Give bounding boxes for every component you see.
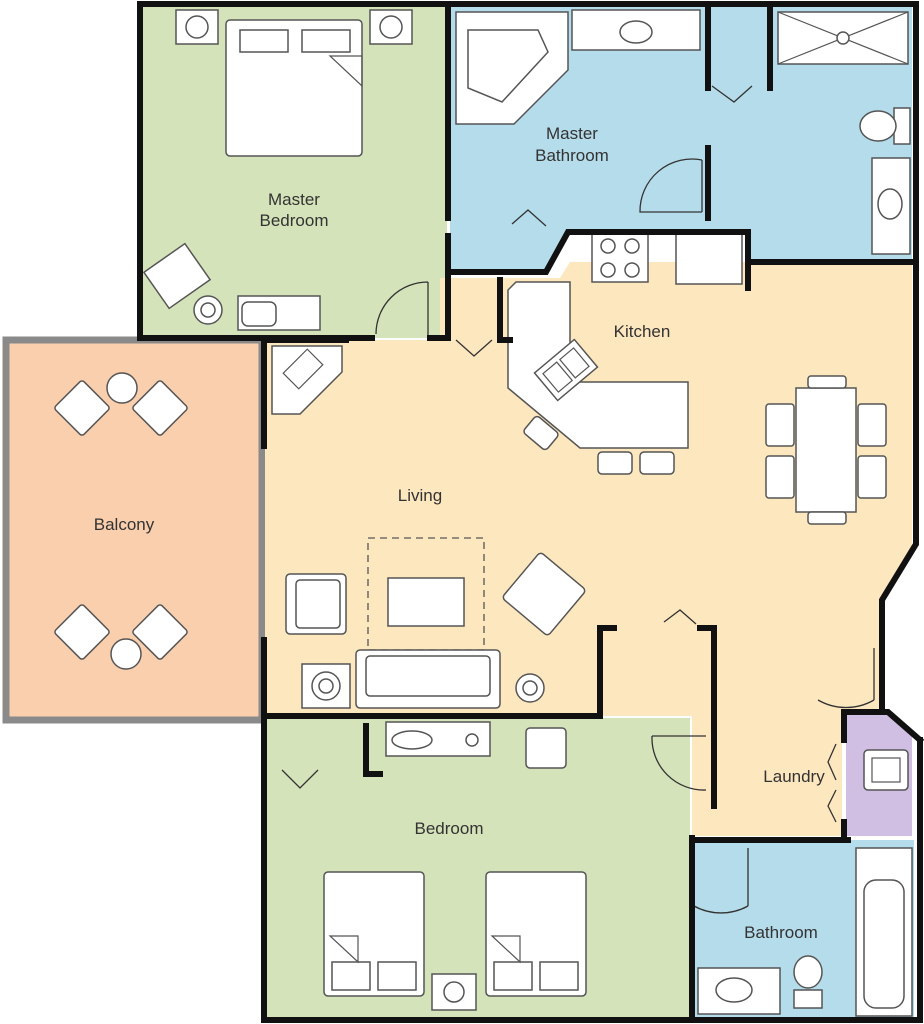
corner-tv-icon — [271, 345, 343, 415]
shower-icon — [777, 11, 909, 65]
bed-icon — [485, 871, 587, 997]
master-bathroom-label-line1: Master — [546, 124, 598, 143]
door-icon — [281, 769, 319, 789]
bathtub-icon — [455, 11, 569, 125]
master-bedroom-label-line1: Master — [268, 190, 320, 209]
door-icon — [511, 209, 547, 227]
laundry-label: Laundry — [763, 767, 825, 786]
door-icon — [455, 339, 493, 357]
lamp-icon — [515, 673, 545, 703]
master-bedroom-label-line2: Bedroom — [260, 211, 329, 230]
armchair-icon — [502, 552, 586, 636]
kitchen-counter-icon — [507, 281, 689, 449]
lamp-icon — [369, 9, 413, 45]
stove-icon — [591, 233, 649, 283]
sofa-icon — [355, 649, 501, 709]
door-icon — [639, 158, 703, 213]
furniture — [54, 9, 913, 1017]
lamp-icon — [193, 295, 223, 325]
armchair-icon — [142, 242, 212, 310]
door-icon — [651, 735, 707, 791]
bathroom-label: Bathroom — [744, 923, 818, 942]
door-icon — [663, 609, 697, 625]
lamp-icon — [175, 9, 219, 45]
sink-icon — [571, 9, 701, 51]
lamp-icon — [431, 973, 477, 1011]
bedroom-label: Bedroom — [415, 819, 484, 838]
desk-icon — [237, 295, 321, 331]
balcony-label: Balcony — [94, 515, 155, 534]
coffee-table-icon — [367, 537, 485, 651]
balcony-chair-icon — [54, 372, 188, 670]
bathtub-icon — [855, 847, 913, 1017]
door-icon — [817, 648, 875, 709]
dresser-icon — [385, 721, 491, 757]
toilet-icon — [793, 955, 823, 1009]
bar-stool-icon — [523, 415, 675, 475]
door-icon — [693, 848, 749, 914]
sink-icon — [871, 157, 911, 255]
door-icon — [827, 743, 837, 823]
kitchen-label: Kitchen — [614, 322, 671, 341]
walls — [137, 1, 924, 1023]
washer-icon — [863, 749, 909, 791]
living-label: Living — [398, 486, 442, 505]
room-labels: Master Bedroom Master Bathroom Kitchen L… — [94, 124, 825, 942]
door-icon — [375, 281, 429, 336]
master-bathroom-label-line2: Bathroom — [535, 146, 609, 165]
dining-table-icon — [765, 375, 887, 525]
door-icon — [711, 85, 753, 103]
lamp-icon — [301, 663, 351, 709]
toilet-icon — [859, 107, 911, 145]
refrigerator-icon — [675, 231, 743, 285]
master-bed-icon — [225, 19, 363, 157]
sink-icon — [697, 967, 781, 1015]
doors — [281, 85, 875, 914]
bed-icon — [323, 871, 425, 997]
armchair-icon — [285, 573, 347, 635]
chair-icon — [525, 727, 567, 769]
